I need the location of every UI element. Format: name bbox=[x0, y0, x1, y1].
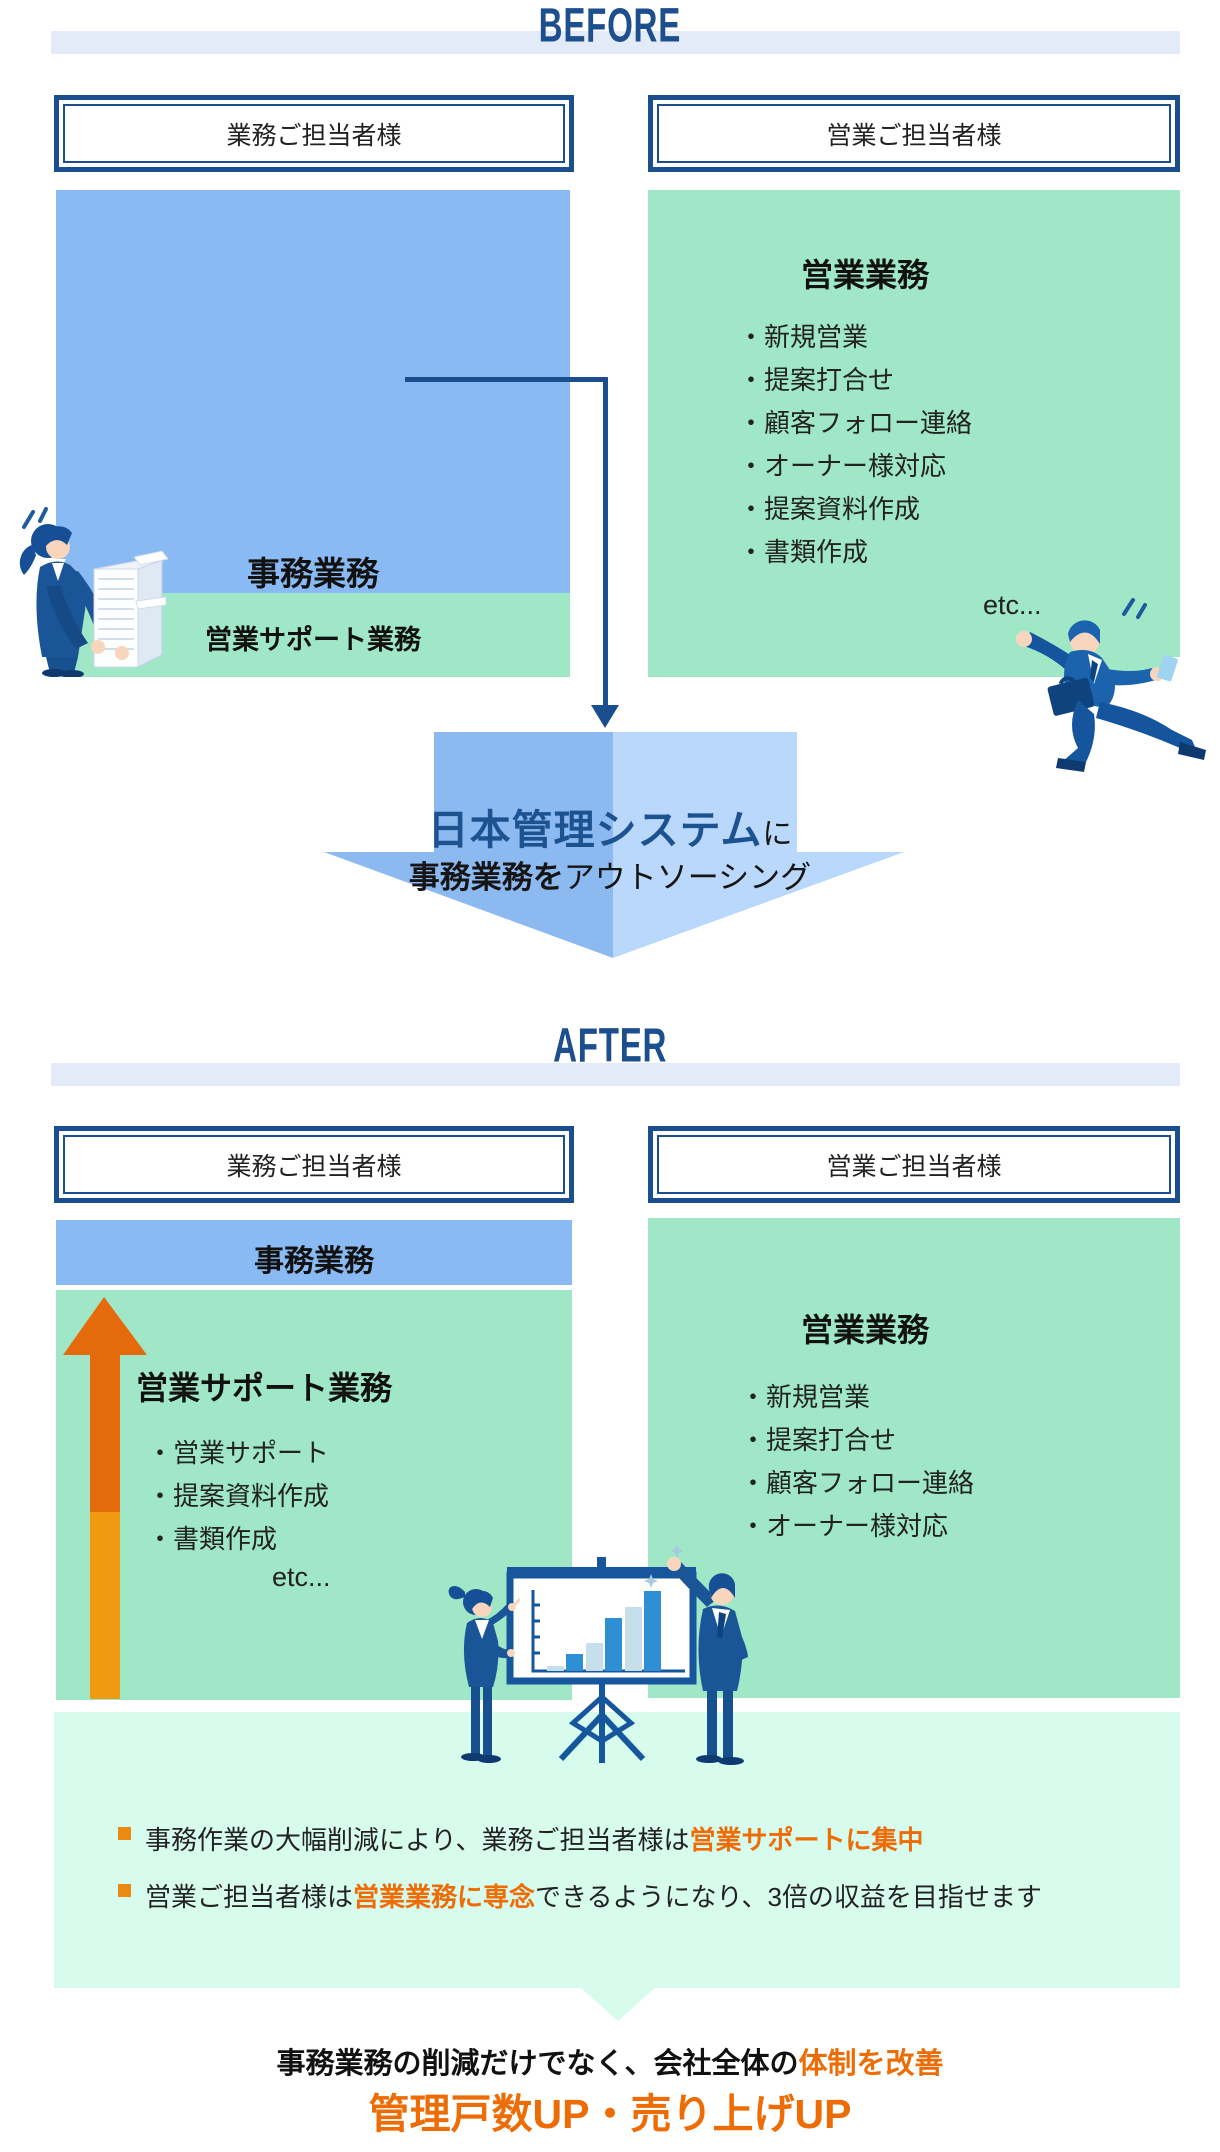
list-item: ・顧客フォロー連絡 bbox=[738, 408, 973, 438]
list-item: ・営業サポート bbox=[147, 1438, 330, 1468]
bullet-square-icon bbox=[118, 1827, 131, 1840]
growth-up-arrow bbox=[63, 1297, 147, 1699]
before-left-header-label: 業務ご担当者様 bbox=[226, 121, 402, 150]
big-down-arrow bbox=[324, 732, 904, 958]
list-item: ・書類作成 bbox=[738, 537, 869, 567]
before-admin-work-box: 事務業務 bbox=[56, 190, 570, 593]
list-item: ・提案打合せ bbox=[738, 365, 895, 395]
before-section-title: BEFORE bbox=[538, 0, 682, 53]
before-right-header-label: 営業ご担当者様 bbox=[826, 121, 1002, 150]
list-item: ・新規営業 bbox=[738, 322, 869, 352]
before-sales-support-label: 営業サポート業務 bbox=[205, 625, 421, 655]
before-etc-label: etc... bbox=[983, 590, 1042, 620]
after-sales-support-title: 営業サポート業務 bbox=[135, 1370, 392, 1406]
after-sales-work-title: 営業業務 bbox=[800, 1312, 929, 1348]
after-sales-task-list: ・新規営業 ・提案打合せ ・顧客フォロー連絡 ・オーナー様対応 bbox=[740, 1376, 974, 1548]
list-item: ・提案打合せ bbox=[740, 1425, 897, 1455]
list-item: ・提案資料作成 bbox=[738, 494, 921, 524]
results-box bbox=[54, 1712, 1180, 1988]
before-admin-work-label: 事務業務 bbox=[247, 555, 379, 592]
before-right-header-box: 営業ご担当者様 bbox=[648, 95, 1180, 172]
list-item: ・書類作成 bbox=[147, 1524, 278, 1554]
list-item: ・新規営業 bbox=[740, 1382, 871, 1412]
after-right-header-label: 営業ご担当者様 bbox=[826, 1152, 1002, 1181]
after-support-task-list: ・営業サポート ・提案資料作成 ・書類作成 bbox=[147, 1432, 329, 1561]
list-item: ・提案資料作成 bbox=[147, 1481, 330, 1511]
after-right-header-box: 営業ご担当者様 bbox=[648, 1126, 1180, 1203]
transition-text-line2: 事務業務をアウトソーシング bbox=[408, 860, 812, 895]
after-section-title: AFTER bbox=[552, 1017, 667, 1073]
connector-vertical-line bbox=[603, 377, 608, 707]
results-box-tail bbox=[580, 1987, 656, 2021]
list-item: ・顧客フォロー連絡 bbox=[740, 1468, 975, 1498]
before-banner-bar bbox=[51, 31, 1180, 54]
transition-text-line1: 日本管理システムに bbox=[427, 807, 793, 853]
bullet-square-icon bbox=[118, 1884, 131, 1897]
woman-carrying-documents-illustration bbox=[19, 507, 168, 677]
result-bullet-2: 営業ご担当者様は営業業務に専念できるようになり、3倍の収益を目指せます bbox=[145, 1882, 1042, 1912]
presentation-duo-illustration bbox=[448, 1545, 748, 1765]
result-bullet-1: 事務作業の大幅削減により、業務ご担当者様は営業サポートに集中 bbox=[145, 1825, 924, 1855]
brand-name: 日本管理システム bbox=[427, 807, 763, 853]
after-admin-work-bar: 事務業務 bbox=[56, 1220, 572, 1285]
before-sales-task-list: ・新規営業 ・提案打合せ ・顧客フォロー連絡 ・オーナー様対応 ・提案資料作成 … bbox=[738, 316, 972, 574]
after-etc-label: etc... bbox=[272, 1562, 331, 1592]
connector-horizontal-line bbox=[405, 377, 608, 382]
conclusion-line1: 事務業務の削減だけでなく、会社全体の体制を改善 bbox=[276, 2048, 944, 2080]
list-item: ・オーナー様対応 bbox=[738, 451, 947, 481]
conclusion-line2: 管理戸数UP・売り上げUP bbox=[368, 2091, 852, 2137]
connector-arrowhead-icon bbox=[591, 705, 619, 728]
list-item: ・オーナー様対応 bbox=[740, 1511, 949, 1541]
after-left-header-box: 業務ご担当者様 bbox=[54, 1126, 574, 1203]
after-left-header-label: 業務ご担当者様 bbox=[226, 1152, 402, 1181]
after-banner-bar bbox=[51, 1063, 1180, 1086]
running-businessman-illustration bbox=[1016, 598, 1220, 785]
before-sales-work-title: 営業業務 bbox=[800, 257, 929, 293]
after-sales-work-box: 営業業務 ・新規営業 ・提案打合せ ・顧客フォロー連絡 ・オーナー様対応 bbox=[648, 1218, 1180, 1698]
after-admin-work-label: 事務業務 bbox=[254, 1245, 374, 1278]
before-sales-work-box: 営業業務 ・新規営業 ・提案打合せ ・顧客フォロー連絡 ・オーナー様対応 ・提案… bbox=[648, 190, 1180, 677]
before-left-header-box: 業務ご担当者様 bbox=[54, 95, 574, 172]
